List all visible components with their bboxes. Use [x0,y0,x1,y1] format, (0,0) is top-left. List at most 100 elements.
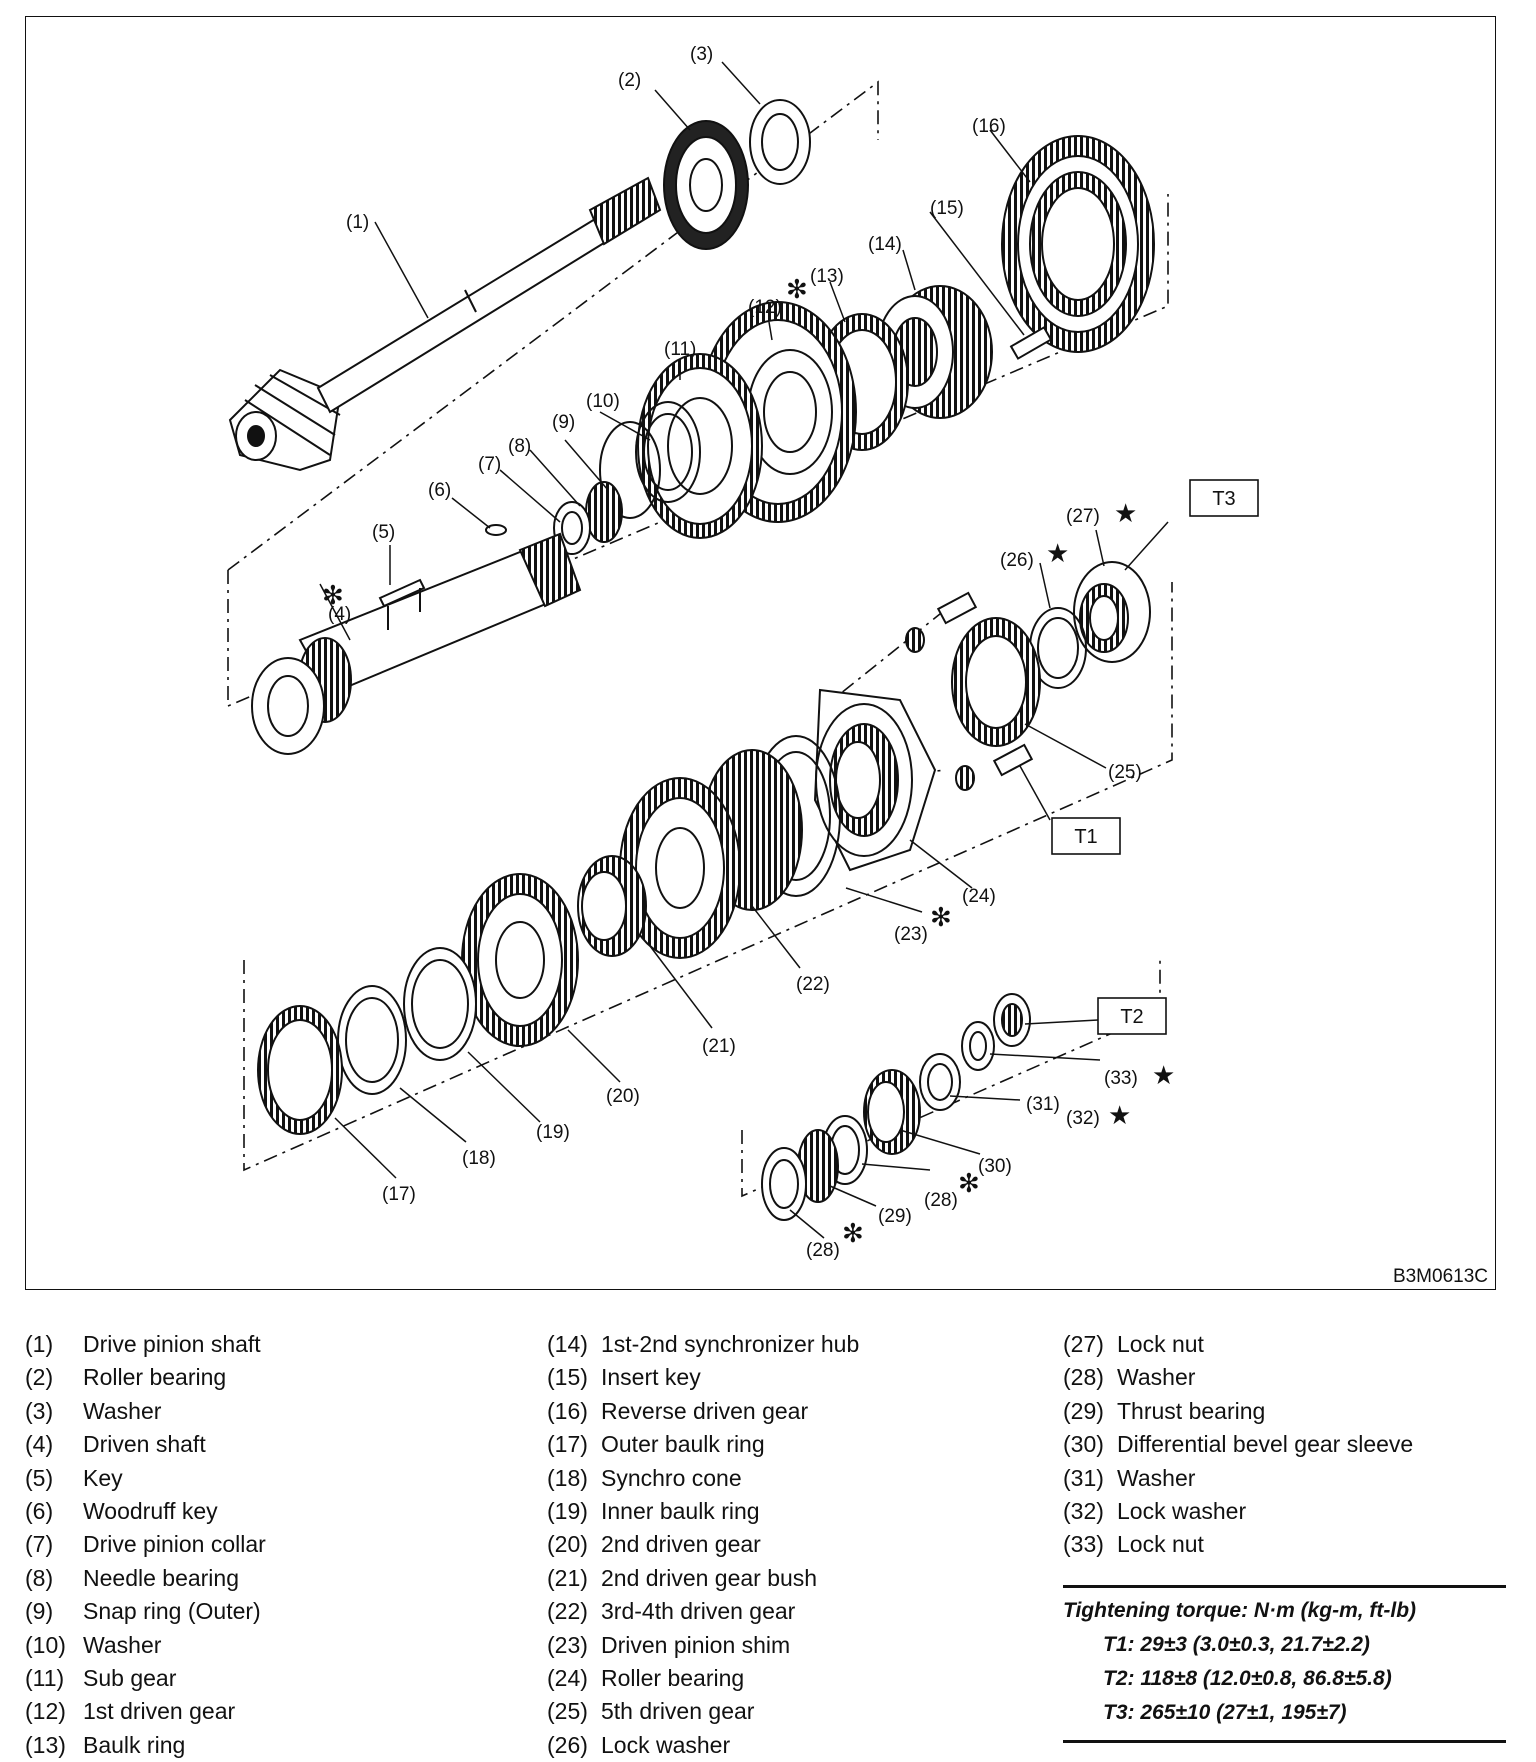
legend-name: Driven pinion shim [601,1631,791,1658]
fifth-driven-gear-part [951,617,1041,747]
torque-tag-t2-label: T2 [1120,1006,1143,1028]
legend-num: (10) [25,1631,66,1658]
legend-name: Differential bevel gear sleeve [1117,1431,1414,1458]
legend-column-1: (1)Drive pinion shaft (2)Roller bearing … [25,1328,266,1762]
legend-num: (19) [547,1498,588,1525]
legend-num: (23) [547,1631,588,1658]
legend-item: (28)Washer [1063,1361,1413,1394]
legend-num: (33) [1063,1531,1104,1558]
washer-top-part [749,99,811,185]
legend-name: Washer [1117,1464,1196,1491]
legend-item: (32)Lock washer [1063,1495,1413,1528]
legend-num: (26) [547,1731,588,1758]
callout-25: (25) [1108,762,1142,783]
legend-name: Outer baulk ring [601,1431,765,1458]
callout-21: (21) [702,1036,736,1057]
lock-nut-27-part [1073,561,1151,663]
legend-num: (27) [1063,1331,1104,1357]
key-part [378,578,426,630]
legend-column-3: (27)Lock nut (28)Washer (29)Thrust beari… [1063,1328,1413,1562]
callout-13: (13) [810,266,844,287]
legend-name: Snap ring (Outer) [83,1598,261,1625]
legend-item: (1)Drive pinion shaft [25,1328,266,1361]
legend-name: Lock washer [601,1731,731,1758]
callout-29: (29) [878,1206,912,1227]
legend-name: Roller bearing [601,1665,745,1692]
legend-num: (20) [547,1531,588,1558]
callout-16: (16) [972,116,1006,137]
callout-27: (27) [1066,506,1100,527]
legend-num: (18) [547,1464,588,1491]
callout-19: (19) [536,1122,570,1143]
callout-12: (12) [748,297,782,318]
legend-num: (16) [547,1397,588,1424]
legend-name: Key [83,1464,123,1491]
legend-num: (4) [25,1431,54,1458]
legend-num: (6) [25,1498,54,1525]
callout-7: (7) [478,454,501,475]
legend-name: 3rd-4th driven gear [601,1598,796,1625]
legend-item: (26) Lock washer [547,1729,859,1762]
torque-tag-t2: T2 [1097,997,1167,1035]
legend-name: Washer [83,1631,162,1658]
legend-name: Drive pinion collar [83,1531,266,1558]
legend-name: Insert key [601,1364,701,1391]
callout-17: (17) [382,1184,416,1205]
legend-item: (9) Snap ring (Outer) [25,1595,266,1628]
legend-name: 1st driven gear [83,1698,236,1725]
legend-item: (24)Roller bearing [547,1662,859,1695]
torque-tag-t3: T3 [1189,479,1259,517]
legend-item: (27) Lock nut [1063,1328,1413,1361]
legend-num: (11) [25,1665,65,1692]
legend-name: Needle bearing [83,1564,240,1591]
legend-num: (9) [25,1598,54,1625]
legend-name: 2nd driven gear bush [601,1564,818,1591]
legend-item: (23) Driven pinion shim [547,1629,859,1662]
legend-item: (15)Insert key [547,1361,859,1394]
callout-10: (10) [586,391,620,412]
third-fourth-driven-gear-part [619,749,803,959]
legend-name: Woodruff key [83,1498,218,1525]
legend-item: (20) 2nd driven gear [547,1528,859,1561]
legend-name: Lock nut [1117,1331,1204,1357]
callout-9: (9) [552,412,575,433]
callout-28-lower: (28) [806,1240,840,1261]
callout-22: (22) [796,974,830,995]
legend-item: (3)Washer [25,1395,266,1428]
driven-shaft-part [251,532,582,755]
star-marker-27: ★ [1114,498,1137,528]
legend-item: (13)Baulk ring [25,1729,266,1762]
needle-bearing-part [585,481,623,543]
selective-part-markers: ✻ ✻ ✻ ✻ ✻ ★ ★ ★ ★ [322,274,1175,1248]
callout-26: (26) [1000,550,1034,571]
legend-num: (12) [25,1698,66,1725]
asterisk-marker-23: ✻ [930,902,952,932]
legend-name: Inner baulk ring [601,1498,760,1525]
legend-num: (2) [25,1364,54,1391]
legend-name: 5th driven gear [601,1698,755,1725]
legend-name: Sub gear [83,1665,177,1692]
torque-tag-t3-label: T3 [1212,488,1235,510]
callout-32: (32) [1066,1108,1100,1129]
inner-baulk-ring-part [403,947,477,1061]
legend-item: (17)Outer baulk ring [547,1428,859,1461]
legend-num: (13) [25,1731,66,1758]
figure-id: B3M0613C [1393,1266,1488,1287]
callout-5: (5) [372,522,395,543]
legend-name: Lock nut [1117,1531,1204,1558]
callout-11: (11) [664,339,696,360]
legend-num: (31) [1063,1464,1104,1491]
legend-item: (33) Lock nut [1063,1528,1413,1561]
legend-name: 2nd driven gear [601,1531,761,1558]
asterisk-marker-28-upper: ✻ [958,1168,980,1198]
driven-gear-bush-part [577,855,647,957]
legend-num: (8) [25,1564,54,1591]
torque-tag-t1-label: T1 [1074,826,1097,848]
callout-2: (2) [618,70,641,91]
thrust-washer-parts [761,993,1031,1221]
torque-line-t2: T2: 118±8 (12.0±0.8, 86.8±5.8) [1103,1667,1392,1690]
callout-23: (23) [894,924,928,945]
torque-line-t1: T1: 29±3 (3.0±0.3, 21.7±2.2) [1103,1633,1370,1656]
bolt-parts [905,591,1034,791]
snap-ring-part [599,421,661,519]
